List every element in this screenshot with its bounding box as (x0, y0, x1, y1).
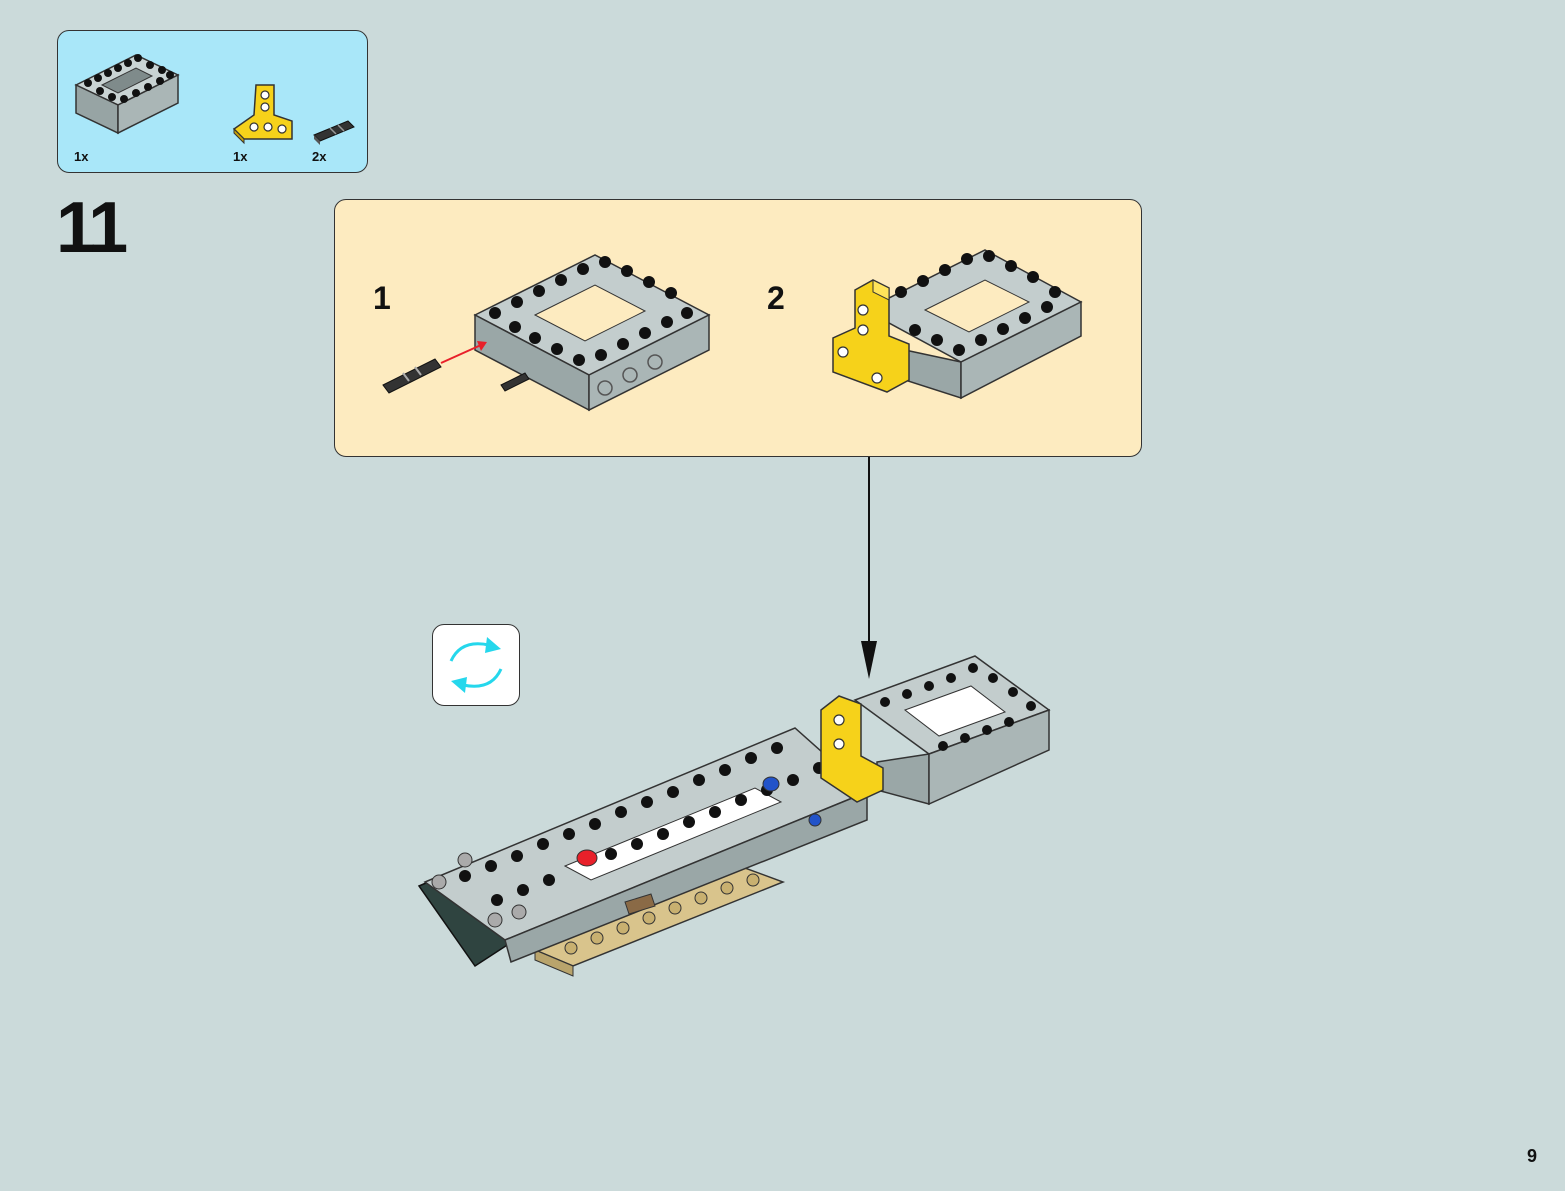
rotate-model-icon (432, 624, 520, 706)
part-qty: 1x (74, 149, 89, 164)
parts-list-box: 1x 1x 2x (57, 30, 368, 173)
sub-step-2-illustration (832, 249, 1083, 400)
part-qty: 2x (312, 149, 327, 164)
yellow-t-beam-icon (232, 84, 293, 145)
sub-step-1-illustration (382, 254, 711, 412)
page-number: 9 (1526, 1146, 1537, 1166)
sub-step-label: 2 (767, 280, 785, 316)
sub-step-label: 1 (373, 280, 391, 316)
technic-frame-brick-icon (74, 54, 180, 135)
main-assembly-illustration (417, 655, 1051, 977)
technic-pin-icon (313, 120, 355, 145)
sub-step-box: 1 2 (334, 199, 1142, 457)
step-number: 11 (56, 188, 128, 268)
part-qty: 1x (233, 149, 248, 164)
assembly-arrow (861, 457, 877, 679)
